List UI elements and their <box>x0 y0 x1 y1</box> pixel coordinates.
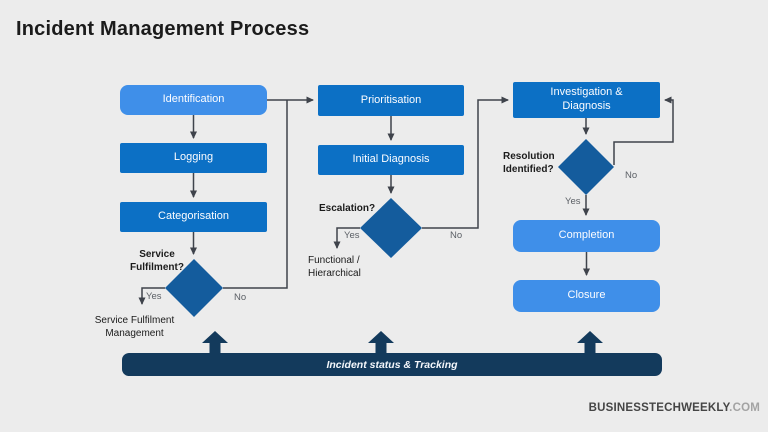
watermark: BUSINESSTECHWEEKLY.COM <box>589 402 760 414</box>
process-box-identification: Identification <box>120 85 267 115</box>
label-service-fulfilment-management: Service Fulfilment Management <box>94 315 175 339</box>
label-resolution-question: Resolution Identified? <box>503 151 555 175</box>
decision-diamond-escalation <box>360 198 422 258</box>
process-box-categorisation: Categorisation <box>120 202 267 232</box>
watermark-brand: BUSINESSTECHWEEKLY <box>588 402 730 414</box>
label-escalation-no: No <box>450 230 463 241</box>
arrow-escalation-no-investigation <box>422 96 509 229</box>
label-service-fulfilment-question: Service Fulfilment? <box>130 249 184 273</box>
process-box-closure: Closure <box>513 280 660 312</box>
process-box-logging: Logging <box>120 143 267 173</box>
label-service-fulfilment-no: No <box>234 292 247 303</box>
decision-diamond-resolution <box>558 139 614 195</box>
arrow-escalation-yes <box>333 227 360 249</box>
label-resolution-yes: Yes <box>565 196 581 207</box>
decision-diamond-service-fulfilment <box>165 259 223 317</box>
page-title: Incident Management Process <box>16 18 310 40</box>
incident-status-tracking-bar: Incident status & Tracking <box>122 353 662 376</box>
label-escalation-yes: Yes <box>344 230 360 241</box>
process-box-completion: Completion <box>513 220 660 252</box>
label-escalation-question: Escalation? <box>319 203 376 214</box>
label-service-fulfilment-yes: Yes <box>146 291 162 302</box>
arrow-resolution-no-loop <box>613 96 674 165</box>
process-box-prioritisation: Prioritisation <box>318 85 464 116</box>
watermark-tld: .COM <box>729 402 760 414</box>
up-block-arrow-middle <box>368 331 394 355</box>
arrow-servicefulfilment-yes <box>138 287 165 305</box>
label-resolution-no: No <box>625 170 638 181</box>
up-block-arrow-left <box>202 331 228 355</box>
line-servicefulfilment-no <box>223 100 288 289</box>
process-box-investigation-diagnosis: Investigation & Diagnosis <box>513 82 660 118</box>
up-block-arrow-right <box>577 331 603 355</box>
process-box-initial-diagnosis: Initial Diagnosis <box>318 145 464 175</box>
label-functional-hierarchical: Functional / Hierarchical <box>308 255 361 279</box>
